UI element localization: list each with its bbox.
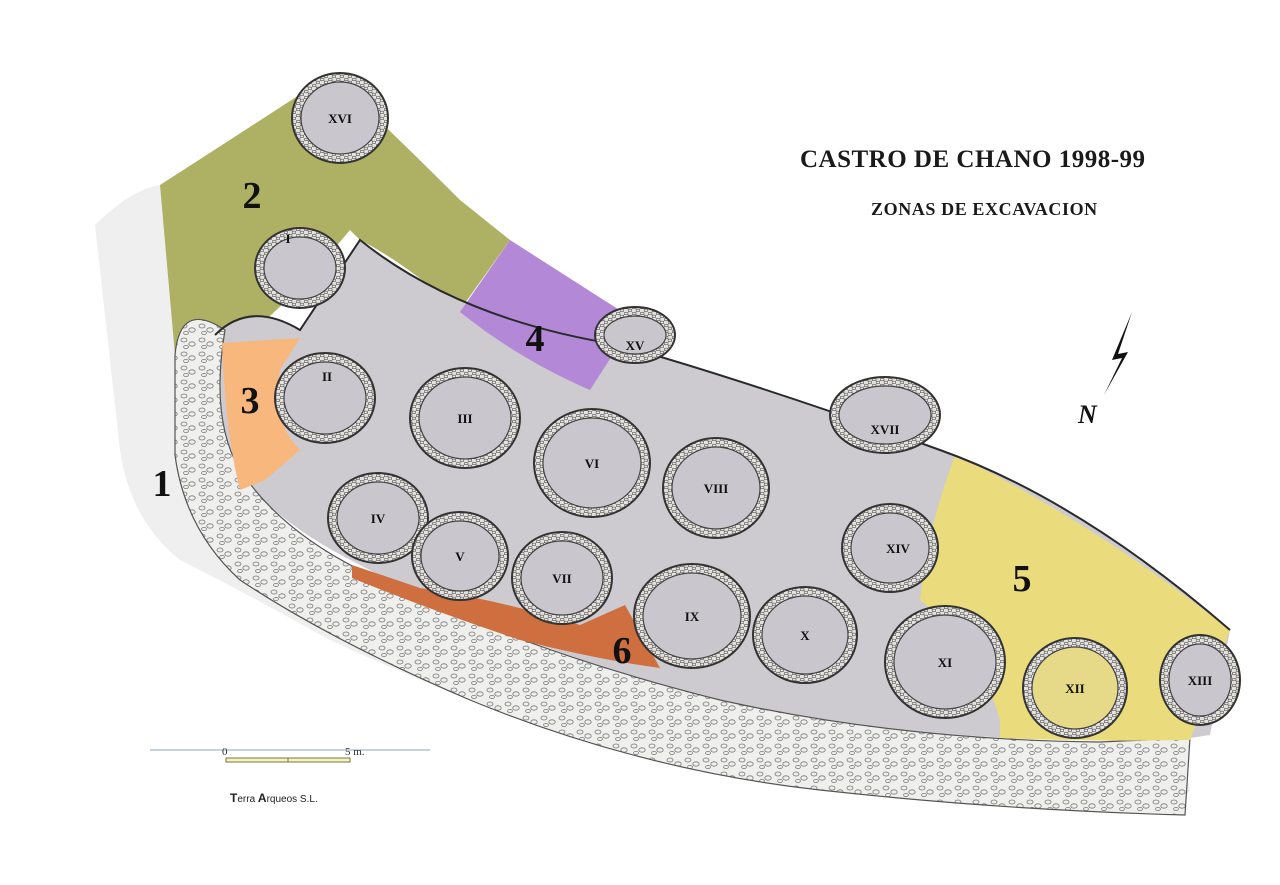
hut-floor	[300, 81, 380, 155]
credit-rest-2: rqueos S.L.	[266, 794, 318, 805]
north-arrow-icon	[1104, 312, 1132, 395]
credit-label: Terra Arqueos S.L.	[230, 791, 318, 805]
huts-layer: IIIIIIIVVVIVIIVIIIIXXXIXIIXIIIXIVXVXVIXV…	[254, 72, 1241, 739]
hut-i: I	[254, 227, 346, 309]
hut-iii: III	[409, 367, 521, 469]
credit-initial-1: T	[230, 791, 238, 805]
credit-initial-2: A	[257, 791, 267, 805]
site-boundary	[214, 238, 1231, 631]
zone-2-area	[160, 75, 510, 355]
hut-floor	[893, 614, 997, 710]
hut-floor	[420, 520, 500, 592]
hut-viii: VIII	[662, 437, 770, 539]
zone-labels: 1 2 3 4 5 6	[153, 175, 1032, 672]
hut-floor	[1031, 646, 1119, 730]
scale-start-label: 0	[222, 746, 228, 758]
hut-ix: IX	[633, 563, 751, 669]
zone-4-area	[460, 240, 635, 390]
zone-label-5: 5	[1013, 558, 1032, 600]
hut-floor	[336, 481, 420, 555]
hut-xii: XII	[1022, 637, 1128, 739]
hut-floor	[850, 512, 930, 584]
hut-xiv: XIV	[841, 503, 939, 593]
hut-floor	[283, 361, 367, 435]
hut-floor	[542, 417, 642, 509]
hut-xvii: XVII	[829, 376, 941, 454]
hut-xv: XV	[594, 306, 676, 364]
hut-label: XV	[626, 338, 645, 353]
hut-label: XVI	[328, 111, 352, 126]
hut-label: VI	[585, 456, 599, 471]
hut-label: II	[322, 369, 332, 384]
hut-ii: II	[274, 352, 376, 444]
hut-label: XVII	[871, 422, 900, 437]
zone-label-6: 6	[613, 630, 632, 672]
north-arrow: N	[1077, 312, 1132, 429]
hut-v: V	[411, 511, 509, 601]
hut-label: VIII	[704, 481, 729, 496]
hut-label: XIII	[1188, 673, 1213, 688]
hut-xvi: XVI	[291, 72, 389, 164]
scale-end-label: 5 m.	[345, 746, 365, 758]
hut-x: X	[752, 586, 858, 684]
hut-floor	[671, 446, 761, 530]
hut-floor	[418, 376, 512, 460]
map-title: CASTRO DE CHANO 1998-99	[800, 146, 1146, 173]
zone-label-4: 4	[526, 318, 545, 360]
hut-xiii: XIII	[1159, 634, 1241, 726]
hut-label: V	[455, 549, 465, 564]
credit-rest-1: erra	[237, 794, 258, 805]
hut-label: III	[457, 411, 472, 426]
hut-floor	[761, 595, 849, 675]
zone-3-area	[222, 338, 300, 490]
hut-label: XII	[1065, 681, 1085, 696]
hut-label: I	[285, 231, 290, 246]
hut-floor	[838, 385, 932, 445]
hut-iv: IV	[327, 472, 429, 564]
hut-label: IV	[371, 511, 386, 526]
zone-label-2: 2	[243, 175, 262, 217]
hut-label: XIV	[886, 541, 910, 556]
hut-label: VII	[552, 571, 572, 586]
hut-label: XI	[938, 655, 952, 670]
zone-label-1: 1	[153, 463, 172, 505]
north-label: N	[1077, 400, 1098, 429]
hut-vi: VI	[533, 408, 651, 518]
hut-floor	[1168, 643, 1232, 717]
scale-bar: 0 5 m.	[150, 746, 430, 763]
hut-xi: XI	[884, 605, 1006, 719]
map-subtitle: ZONAS DE EXCAVACION	[871, 199, 1098, 219]
hut-floor	[642, 572, 742, 660]
hut-floor	[263, 236, 337, 300]
hut-vii: VII	[511, 531, 613, 625]
hut-floor	[603, 315, 667, 355]
hut-floor	[520, 540, 604, 616]
hut-label: IX	[685, 609, 700, 624]
hut-label: X	[800, 628, 810, 643]
zone-label-3: 3	[241, 380, 260, 422]
